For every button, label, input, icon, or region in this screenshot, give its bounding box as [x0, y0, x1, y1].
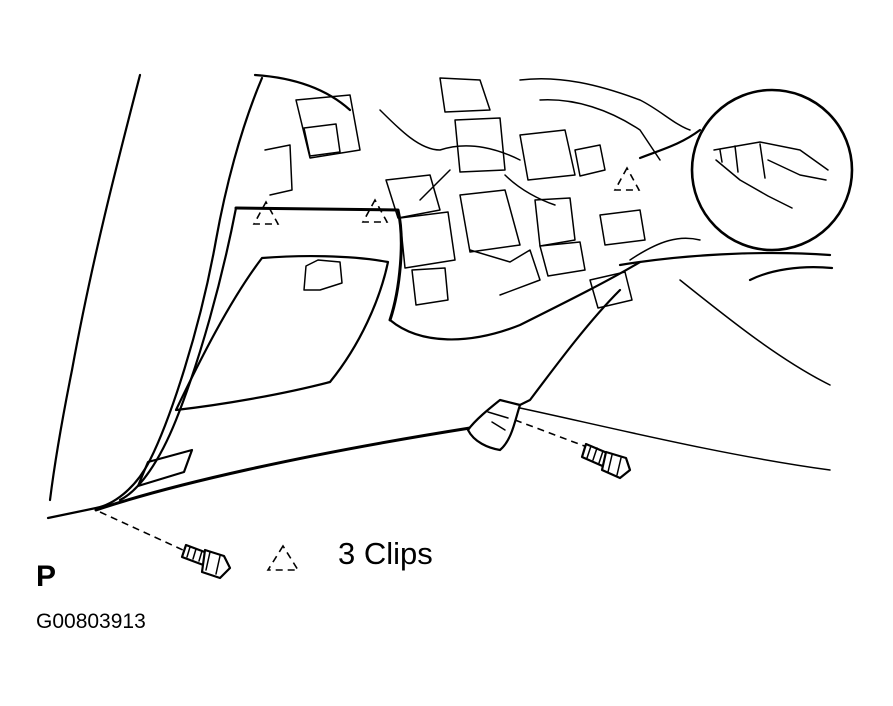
legend-clip-symbol — [266, 544, 300, 571]
lower-finish-panel — [94, 206, 642, 512]
fastener-guide-lines — [99, 419, 596, 557]
panel-bracket — [466, 398, 522, 452]
screw-icon — [580, 442, 632, 480]
bolt-icon — [180, 543, 232, 580]
figure-code: G00803913 — [36, 610, 146, 633]
wire-harness-connectors — [264, 77, 701, 309]
clip-legend: 3 Clips — [338, 536, 433, 572]
clip-triangle-icon — [252, 166, 641, 225]
dashboard-outline — [46, 73, 352, 520]
right-trim-lines — [519, 251, 834, 471]
legend-label: 3 Clips — [338, 536, 433, 571]
magnifier-inset-icon — [638, 88, 854, 252]
page-letter: P — [36, 560, 57, 593]
